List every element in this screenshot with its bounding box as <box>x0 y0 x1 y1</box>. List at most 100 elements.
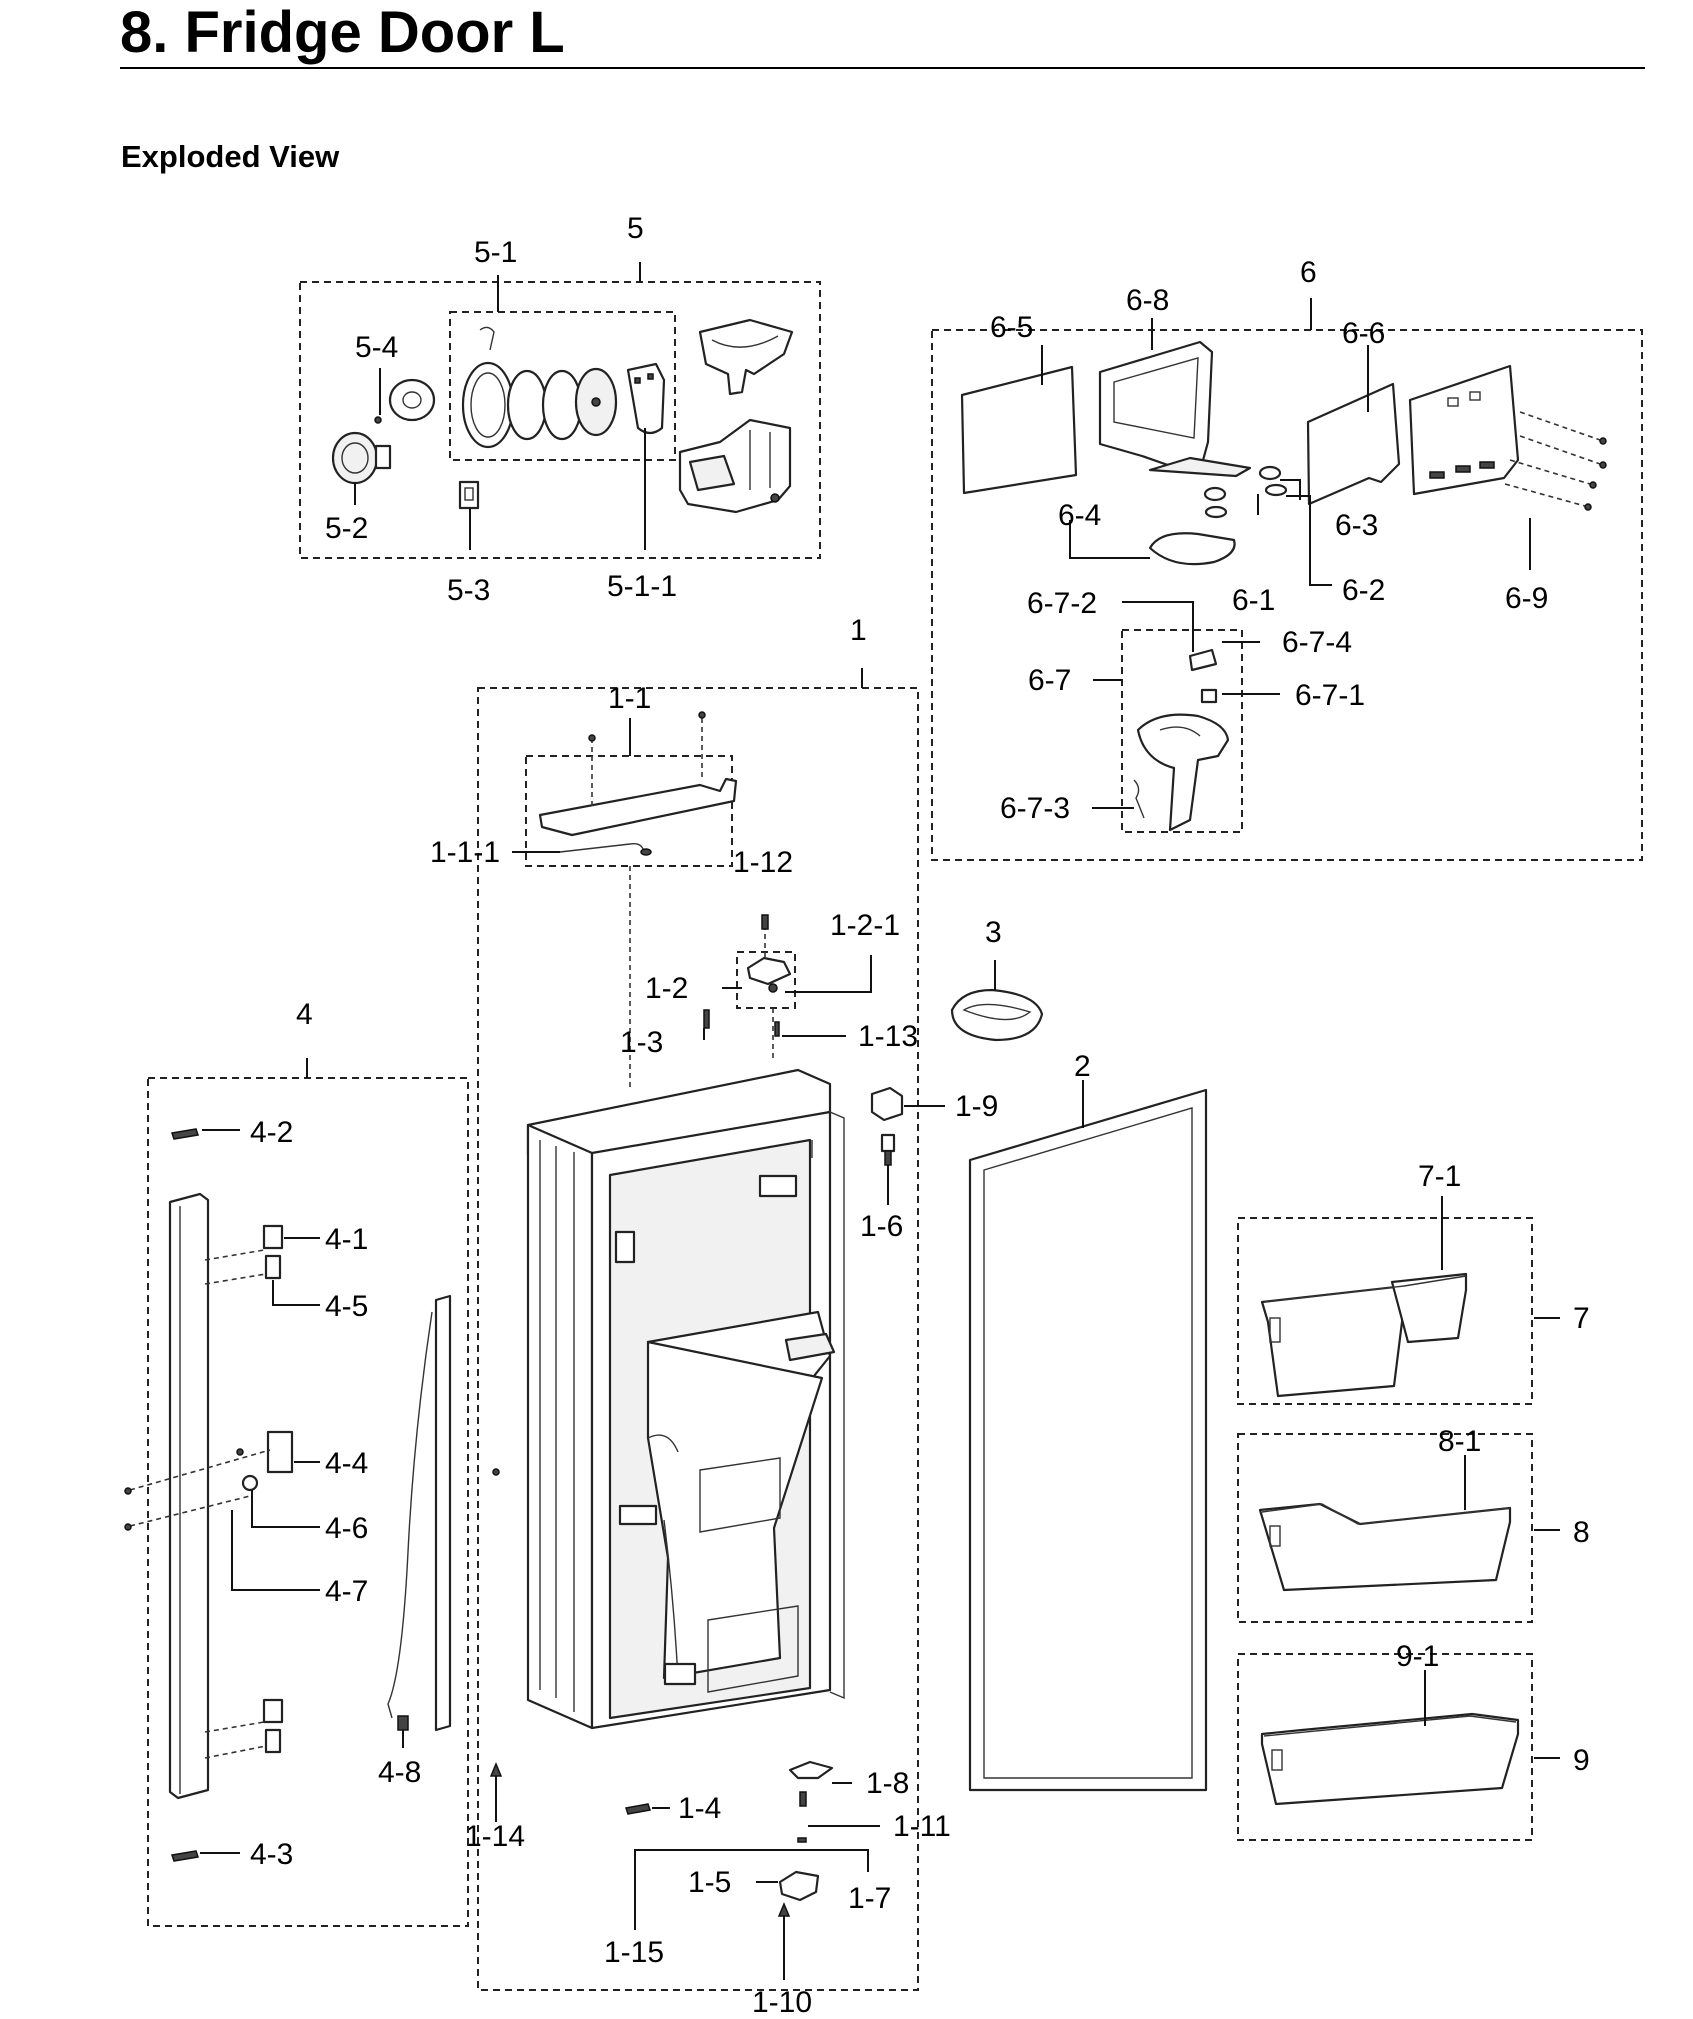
group-5-1-box <box>449 311 676 461</box>
group-1-door-body: 1 1-1 1-1-1 1-12 1-2-1 1-2 1-3 1-13 1-9 … <box>430 614 998 2019</box>
callout-1-14: 1-14 <box>465 1820 525 1853</box>
callout-1: 1 <box>850 614 867 647</box>
callout-6-3: 6-3 <box>1335 509 1378 542</box>
part-1-11-pin <box>799 1791 807 1807</box>
callout-1-7: 1-7 <box>848 1882 891 1915</box>
part-6-4-lens <box>1148 532 1236 566</box>
callout-1-12: 1-12 <box>733 846 793 879</box>
callout-5-2: 5-2 <box>325 512 368 545</box>
callout-6-7-1: 6-7-1 <box>1295 679 1365 712</box>
callout-7-1: 7-1 <box>1418 1160 1461 1193</box>
callout-6-1: 6-1 <box>1232 584 1275 617</box>
callout-4: 4 <box>296 998 313 1031</box>
group-9-bin: 9-1 9 <box>1237 1640 1590 1841</box>
part-6-8-frame <box>1098 340 1252 478</box>
part-4-6-cap <box>241 1474 259 1492</box>
part-6-9-cover <box>1408 364 1607 511</box>
callout-1-15: 1-15 <box>604 1936 664 1969</box>
callout-1-11: 1-11 <box>893 1810 951 1843</box>
part-4-handle-bar <box>168 1192 210 1800</box>
part-5-duct-funnel <box>698 318 794 396</box>
callout-6-6: 6-6 <box>1342 317 1385 350</box>
part-1-5-hinge <box>778 1870 820 1902</box>
part-4-3-screw <box>171 1850 199 1862</box>
group-5-box <box>299 281 821 559</box>
part-1-9-block <box>870 1086 904 1122</box>
part-5-2-motor <box>331 431 392 485</box>
group-5-dispenser-parts: 5 5-1 5-4 5-2 5-3 5-1-1 <box>299 212 821 607</box>
callout-6-4: 6-4 <box>1058 499 1101 532</box>
part-1-1-bracket <box>538 711 738 856</box>
part-4-trim-strip <box>434 1294 452 1732</box>
callout-1-5: 1-5 <box>688 1866 731 1899</box>
callout-6-2: 6-2 <box>1342 574 1385 607</box>
callout-6: 6 <box>1300 256 1317 289</box>
callout-1-4: 1-4 <box>678 1792 721 1825</box>
callout-1-2-1: 1-2-1 <box>830 909 900 942</box>
part-6-3-button <box>1258 465 1282 481</box>
callout-1-13: 1-13 <box>858 1020 918 1053</box>
part-1-6-pin <box>880 1133 896 1166</box>
callout-2: 2 <box>1074 1050 1091 1083</box>
callout-4-2: 4-2 <box>250 1116 293 1149</box>
callout-4-7: 4-7 <box>325 1575 368 1608</box>
group-8-box <box>1237 1433 1533 1623</box>
callout-6-7-2: 6-7-2 <box>1027 587 1097 620</box>
part-4-8-wire <box>387 1311 433 1719</box>
part-1-2-hinge-cap <box>746 956 792 986</box>
callout-6-5: 6-5 <box>990 311 1033 344</box>
part-6-5-film <box>960 365 1078 495</box>
part-1-8-hinge-plate <box>788 1760 834 1780</box>
callout-1-6: 1-6 <box>860 1210 903 1243</box>
callout-5-1-1: 5-1-1 <box>607 570 677 603</box>
callout-5-1: 5-1 <box>474 236 517 269</box>
callout-6-8: 6-8 <box>1126 284 1169 317</box>
page-subtitle: Exploded View <box>121 139 340 174</box>
part-5-1-rings <box>461 326 618 449</box>
group-1-2-box <box>736 951 796 1009</box>
part-4-1-clip <box>262 1224 284 1250</box>
callout-8-1: 8-1 <box>1438 1425 1481 1458</box>
group-4-handle: 4 4-2 4-1 4-5 4-4 4-6 4-7 4-8 4-3 <box>124 998 469 1927</box>
group-6-7-box <box>1121 629 1243 833</box>
group-9-box <box>1237 1653 1533 1841</box>
part-4-5-clip <box>264 1254 282 1280</box>
group-6-dispenser-panel: 6 6-8 6-5 6-6 6-4 6-3 6-1 6-2 6-9 6-7-2 … <box>931 256 1643 861</box>
part-6-2-button <box>1264 483 1288 497</box>
group-7-bin: 7-1 7 <box>1237 1160 1590 1405</box>
group-7-box <box>1237 1217 1533 1405</box>
part-1-4-screw <box>625 1803 651 1815</box>
group-6-box <box>931 329 1643 861</box>
callout-6-7-3: 6-7-3 <box>1000 792 1070 825</box>
callout-1-9: 1-9 <box>955 1090 998 1123</box>
page-title: 8. Fridge Door L <box>120 0 565 65</box>
group-1-box <box>477 687 919 1991</box>
callout-5: 5 <box>627 212 644 245</box>
part-5-4-cap <box>374 378 436 424</box>
callout-1-3: 1-3 <box>620 1026 663 1059</box>
callout-9: 9 <box>1573 1744 1590 1777</box>
part-2-door-gasket: 2 <box>968 1050 1208 1792</box>
callout-7: 7 <box>1573 1302 1590 1335</box>
callout-5-4: 5-4 <box>355 331 398 364</box>
part-6-7-lever-assembly <box>1133 648 1230 832</box>
callout-6-7-4: 6-7-4 <box>1282 626 1352 659</box>
callout-4-5: 4-5 <box>325 1290 368 1323</box>
part-door-liner <box>526 1068 845 1730</box>
callout-8: 8 <box>1573 1516 1590 1549</box>
part-3-cap: 3 <box>950 916 1044 1042</box>
callout-4-6: 4-6 <box>325 1512 368 1545</box>
callout-4-1: 4-1 <box>325 1223 368 1256</box>
callout-6-9: 6-9 <box>1505 582 1548 615</box>
callout-4-8: 4-8 <box>378 1756 421 1789</box>
callout-3: 3 <box>985 916 1002 949</box>
callout-1-1-1: 1-1-1 <box>430 836 500 869</box>
group-8-bin: 8-1 8 <box>1237 1425 1590 1623</box>
part-4-2-screw <box>171 1128 199 1140</box>
callout-5-3: 5-3 <box>447 574 490 607</box>
part-6-6-pcb <box>1306 382 1401 506</box>
part-6-1-button <box>1203 486 1227 502</box>
callout-4-4: 4-4 <box>325 1447 368 1480</box>
callout-1-10: 1-10 <box>752 1986 812 2019</box>
